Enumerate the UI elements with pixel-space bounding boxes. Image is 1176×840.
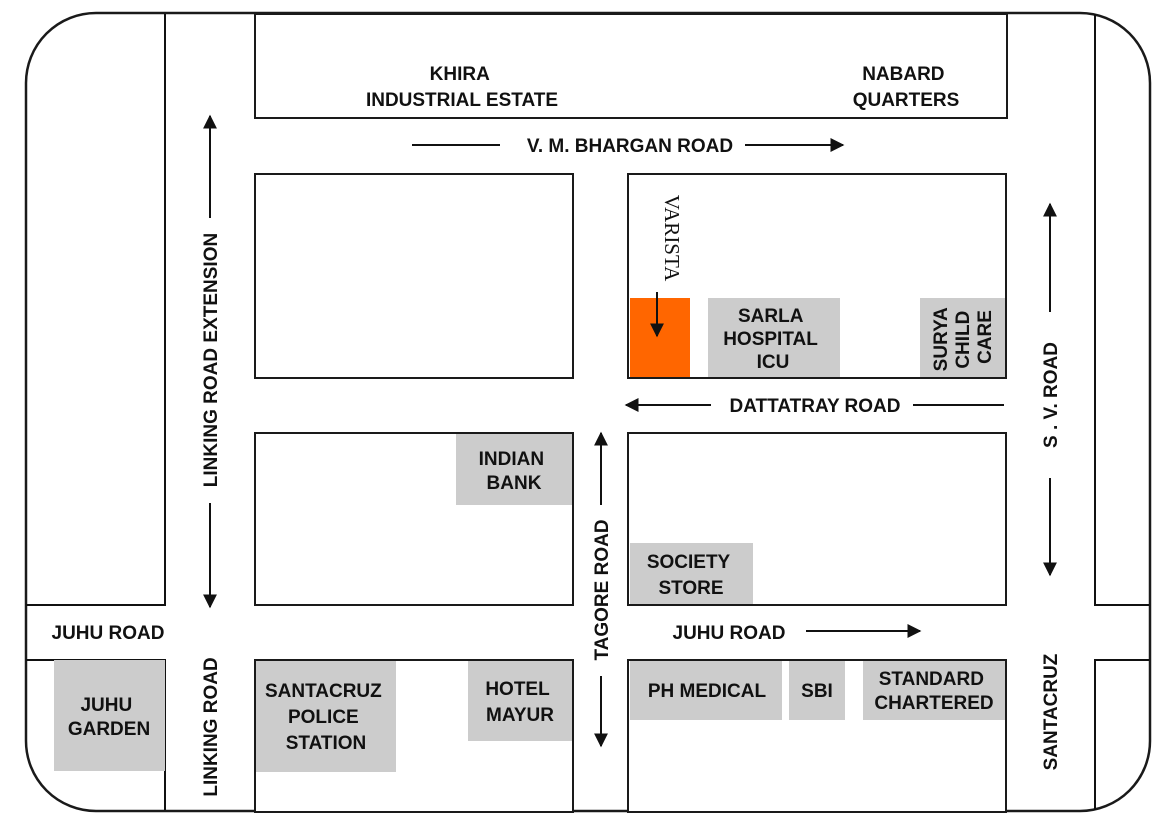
label-indian-bank: INDIAN BANK — [479, 449, 550, 494]
label-khira: KHIRA INDUSTRIAL ESTATE — [366, 64, 558, 111]
sbi-box — [789, 661, 845, 720]
label-society-store: SOCIETY STORE — [647, 552, 735, 599]
ph-medical-box — [630, 661, 782, 720]
road-vm-bhargan: V. M. BHARGAN ROAD — [527, 136, 733, 157]
road-sv: S . V. ROAD — [1041, 342, 1062, 448]
direction-arrows — [203, 114, 1057, 748]
road-labels: V. M. BHARGAN ROAD LINKING ROAD EXTENSIO… — [52, 136, 1062, 797]
road-santacruz: SANTACRUZ — [1041, 653, 1062, 770]
road-juhu-right: JUHU ROAD — [673, 623, 786, 644]
block-top — [254, 13, 1008, 119]
road-linking: LINKING ROAD — [201, 657, 222, 796]
block-upper-left — [254, 173, 574, 379]
label-ph-medical: PH MEDICAL — [648, 681, 767, 702]
indian-bank-box — [456, 434, 572, 505]
hotel-mayur-box — [468, 661, 572, 741]
label-varista: VARISTA — [660, 195, 684, 282]
sarla-hospital-box — [708, 298, 840, 377]
road-linking-extension: LINKING ROAD EXTENSION — [201, 233, 222, 487]
standard-chartered-box — [863, 661, 1005, 720]
juhu-garden-box — [54, 660, 165, 771]
surya-child-care-box — [920, 298, 1005, 377]
road-dattatray: DATTATRAY ROAD — [730, 396, 901, 417]
label-juhu-garden: JUHU GARDEN — [68, 695, 150, 740]
label-standard-chartered: STANDARD CHARTERED — [874, 669, 993, 714]
santacruz-police-box — [256, 661, 396, 772]
landmarks — [54, 298, 1005, 772]
place-labels: KHIRA INDUSTRIAL ESTATE NABARD QUARTERS … — [68, 64, 996, 754]
society-store-box — [630, 543, 753, 604]
label-sarla-hospital: SARLA HOSPITAL ICU — [723, 306, 823, 373]
label-santacruz-police: SANTACRUZ POLICE STATION — [265, 681, 387, 754]
label-sbi: SBI — [801, 681, 833, 702]
label-surya-child-care: SURYA CHILD CARE — [931, 303, 996, 372]
label-hotel-mayur: HOTEL MAYUR — [485, 679, 554, 726]
label-nabard: NABARD QUARTERS — [853, 64, 960, 111]
road-tagore: TAGORE ROAD — [592, 519, 613, 660]
varista-building — [630, 298, 690, 377]
road-juhu-left: JUHU ROAD — [52, 623, 165, 644]
